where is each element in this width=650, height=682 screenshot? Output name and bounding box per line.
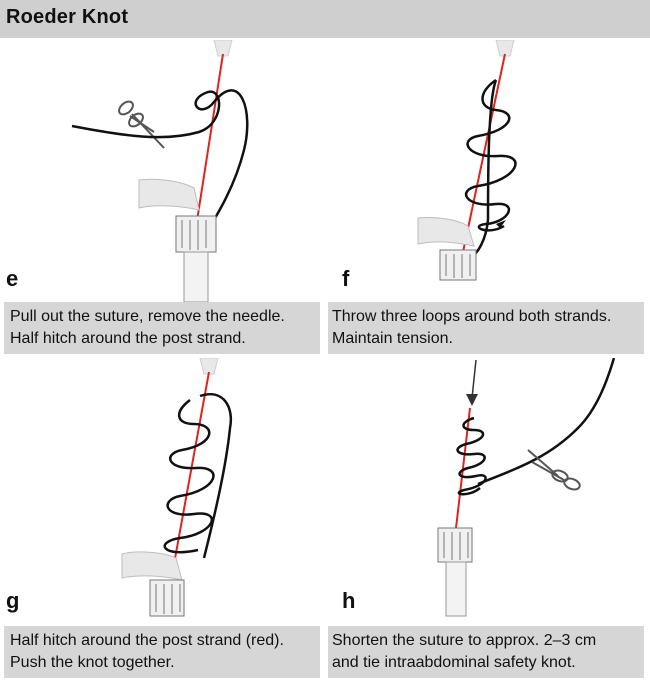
caption-f-line1: Throw three loops around both strands. (332, 306, 642, 328)
scissors-icon (117, 99, 164, 148)
caption-g: Half hitch around the post strand (red).… (10, 630, 320, 674)
caption-g-line1: Half hitch around the post strand (red). (10, 630, 320, 652)
caption-f-line2: Maintain tension. (332, 328, 642, 350)
panel-f-illustration (328, 40, 644, 302)
panel-h: h (328, 358, 644, 620)
scissors-icon (528, 450, 581, 491)
panel-f: f (328, 40, 644, 302)
caption-g-line2: Push the knot together. (10, 652, 320, 674)
caption-h: Shorten the suture to approx. 2–3 cm and… (332, 630, 642, 674)
panel-g: g (4, 358, 320, 620)
caption-h-line2: and tie intraabdominal safety knot. (332, 652, 642, 674)
panel-g-illustration (4, 358, 320, 620)
panel-e-letter: e (6, 266, 18, 292)
caption-e-line1: Pull out the suture, remove the needle. (10, 306, 320, 328)
caption-e: Pull out the suture, remove the needle. … (10, 306, 320, 350)
caption-e-line2: Half hitch around the post strand. (10, 328, 320, 350)
panel-f-letter: f (342, 266, 349, 292)
caption-f: Throw three loops around both strands. M… (332, 306, 642, 350)
caption-h-line1: Shorten the suture to approx. 2–3 cm (332, 630, 642, 652)
panel-e-illustration (4, 40, 320, 302)
panel-e: e (4, 40, 320, 302)
panel-h-letter: h (342, 588, 355, 614)
panel-h-illustration (328, 358, 644, 620)
panel-g-letter: g (6, 588, 19, 614)
page-title: Roeder Knot (6, 6, 128, 29)
title-bar: Roeder Knot (0, 0, 650, 38)
